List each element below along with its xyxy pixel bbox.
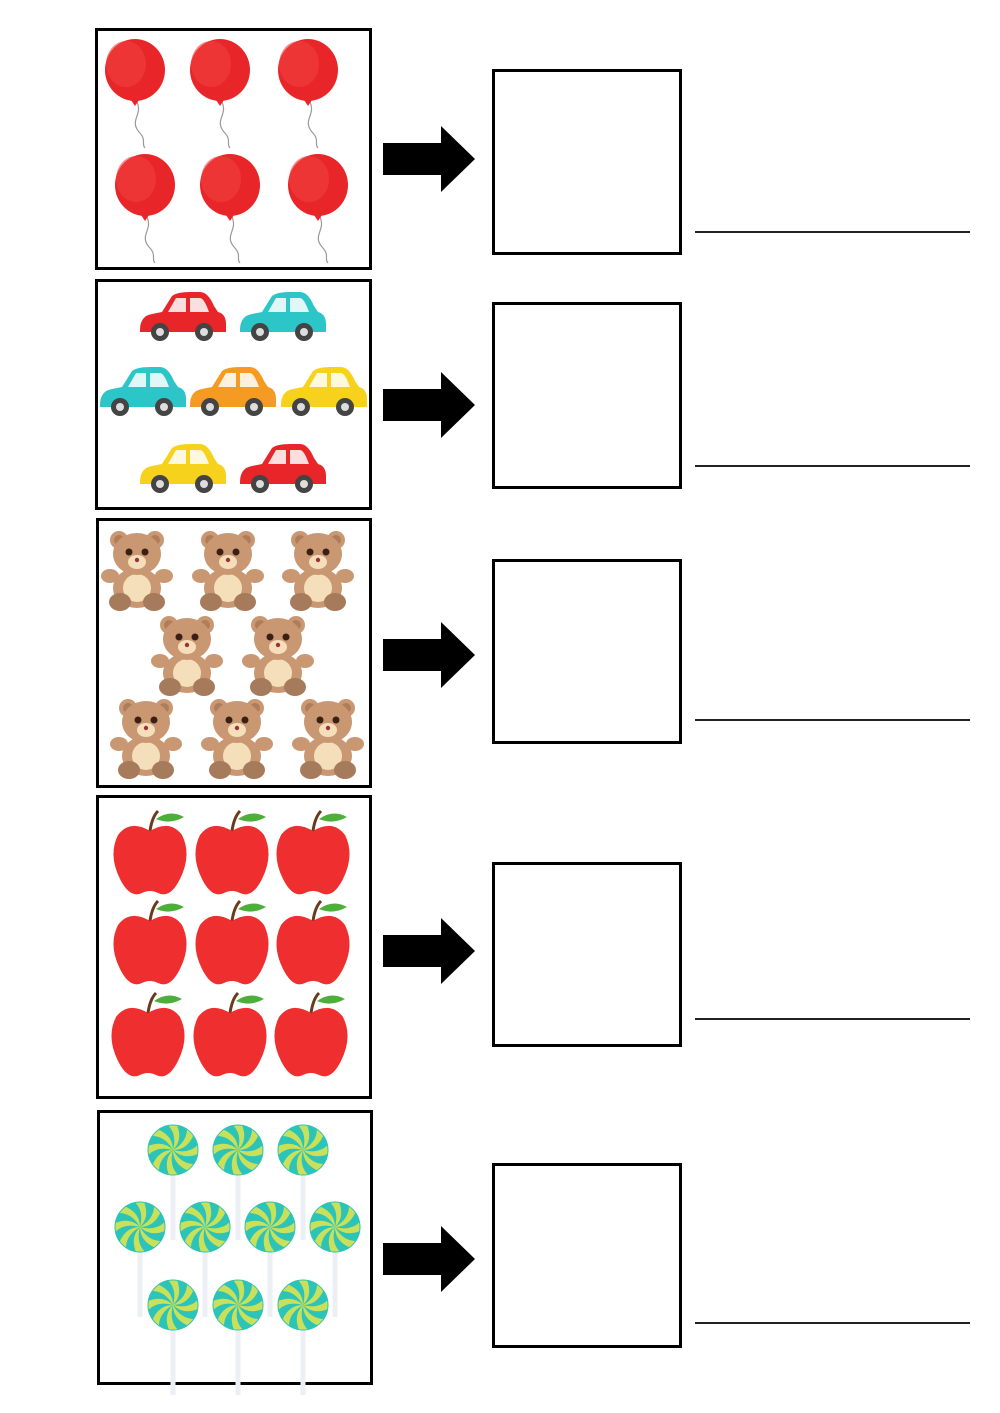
answer-box-4[interactable] [492,862,682,1047]
answer-box-5[interactable] [492,1163,682,1348]
arrow-right-icon [383,126,475,192]
picture-box-apples [96,795,372,1099]
picture-box-lollipops [97,1110,373,1385]
answer-box-1[interactable] [492,69,682,255]
picture-box-bears [96,518,372,788]
answer-line-1[interactable] [695,231,970,233]
arrow-right-icon [383,1226,475,1292]
answer-line-4[interactable] [695,1018,970,1020]
answer-line-3[interactable] [695,719,970,721]
picture-box-cars [95,279,372,510]
answer-line-5[interactable] [695,1322,970,1324]
arrow-right-icon [383,622,475,688]
picture-box-balloons [95,28,372,270]
answer-line-2[interactable] [695,465,970,467]
answer-box-2[interactable] [492,302,682,489]
answer-box-3[interactable] [492,559,682,744]
arrow-right-icon [383,918,475,984]
arrow-right-icon [383,372,475,438]
